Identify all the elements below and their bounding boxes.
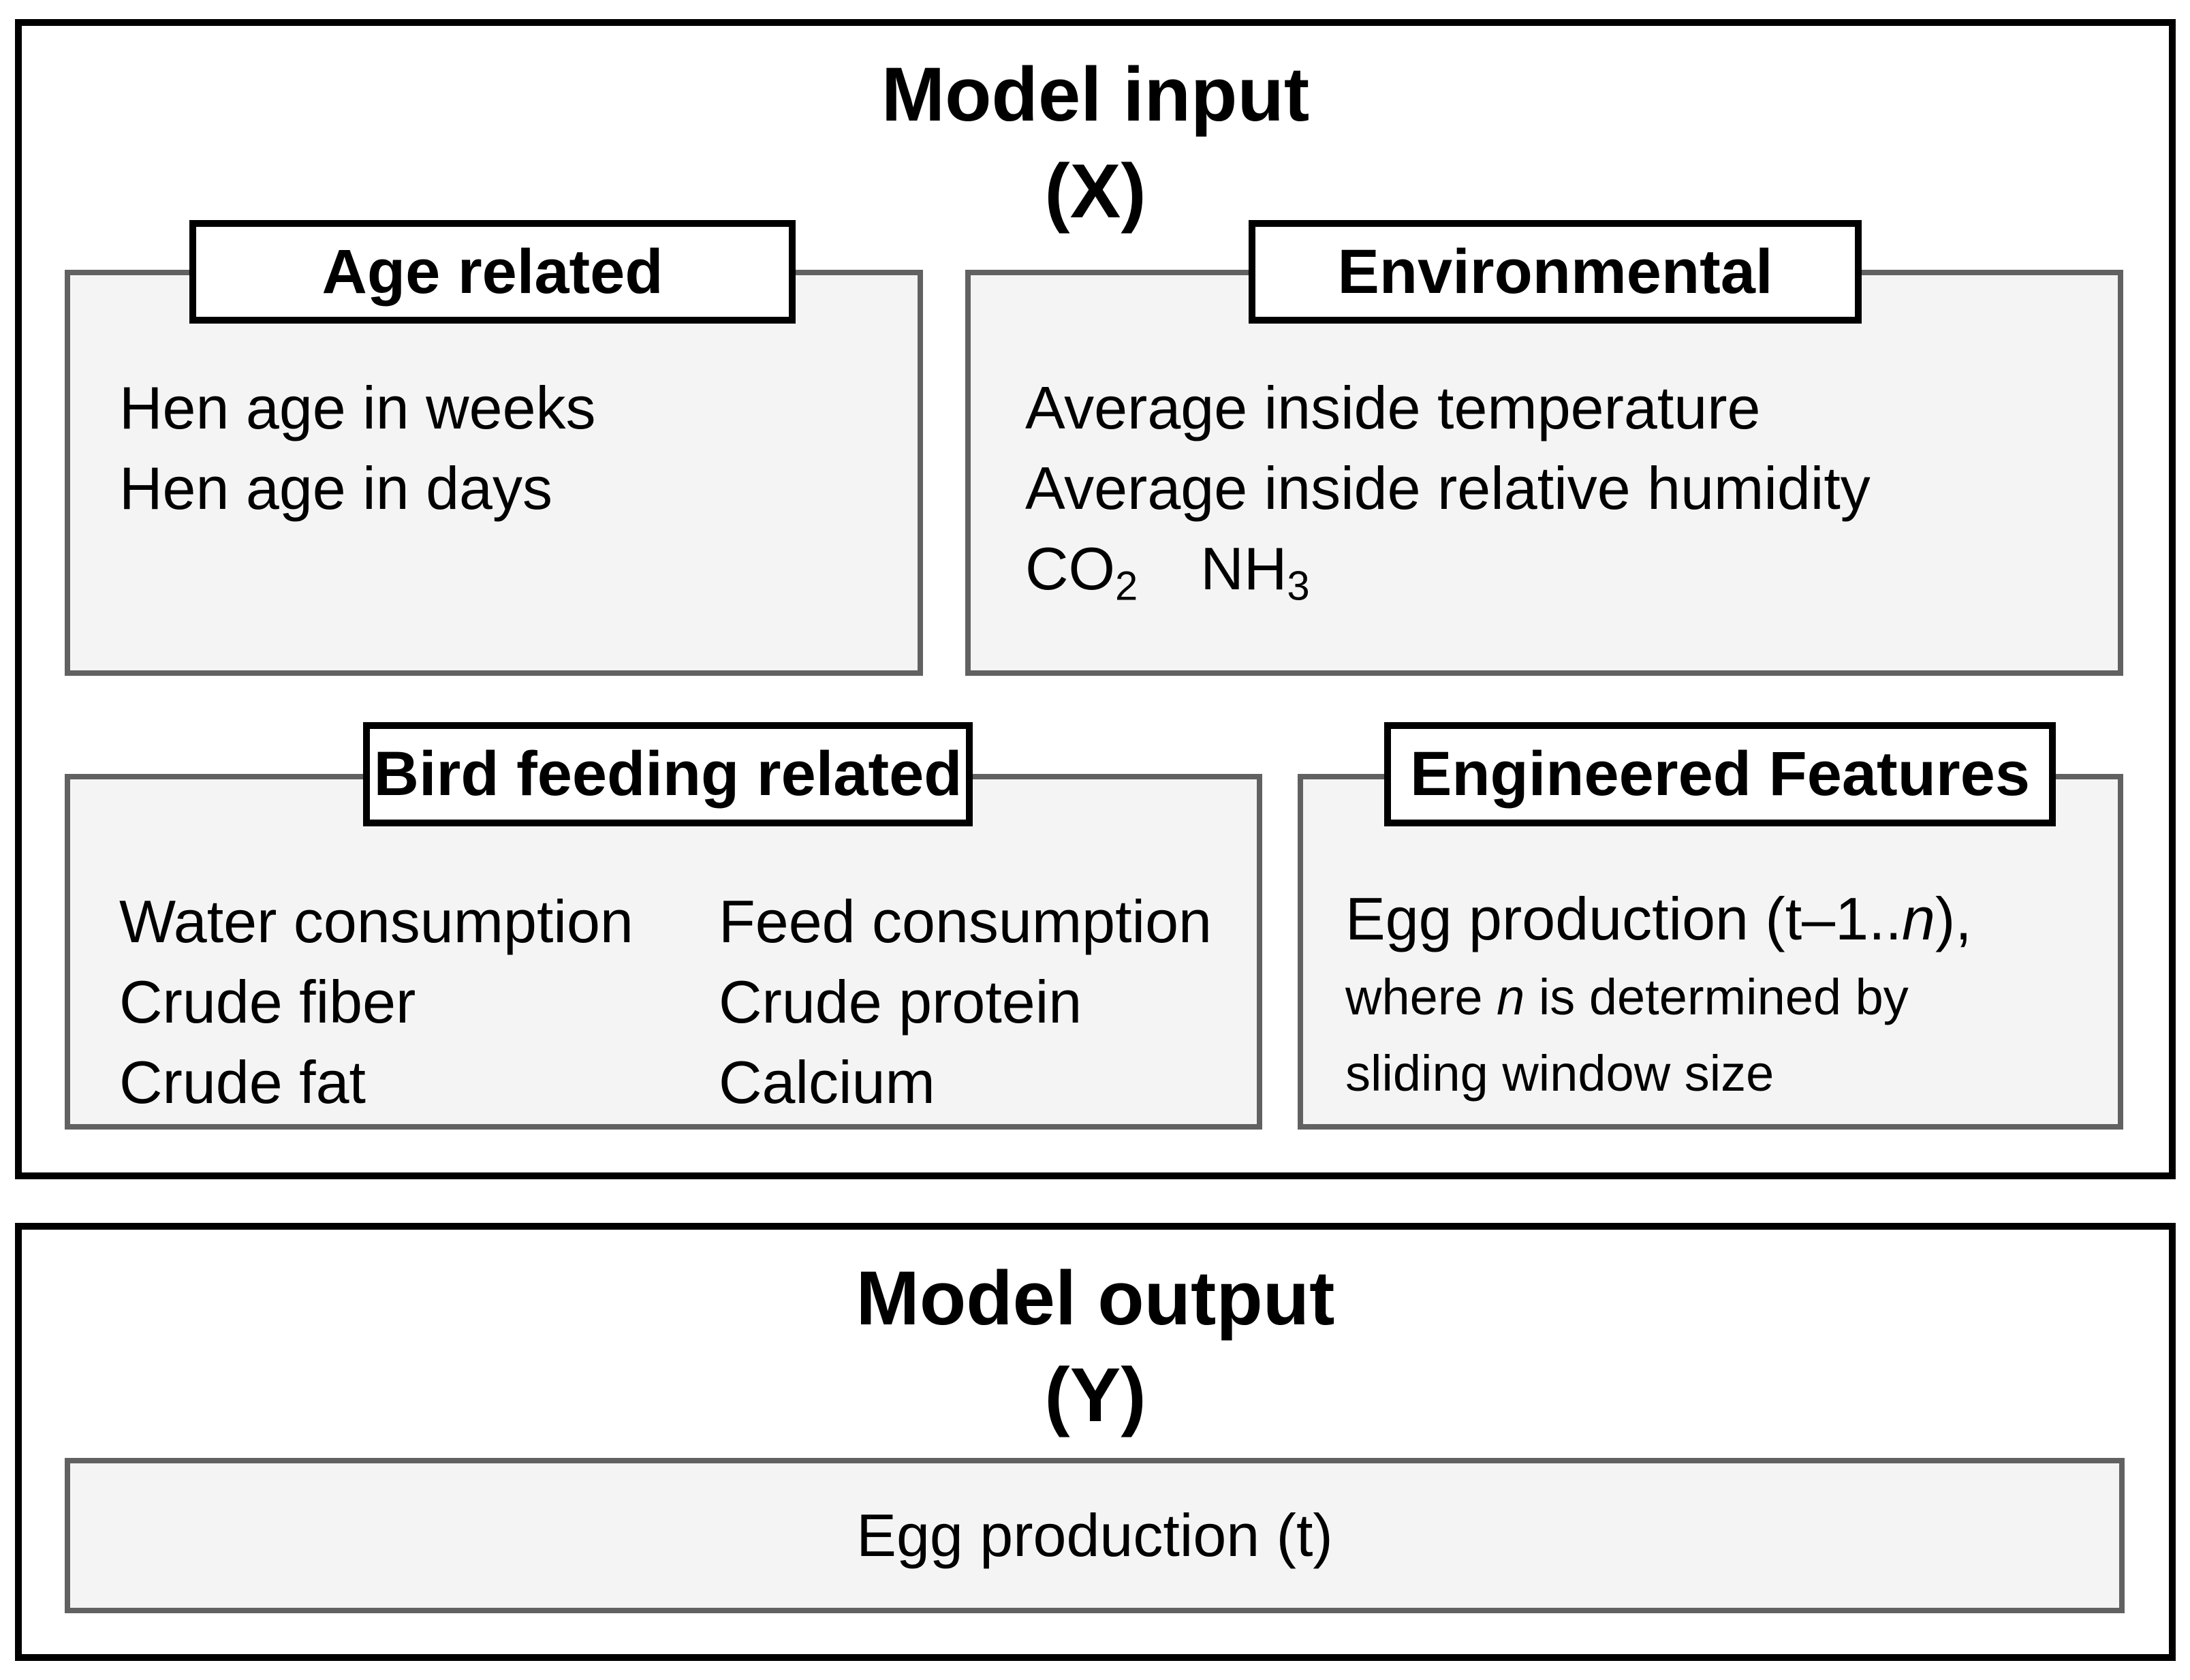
engineered-line-3: sliding window size xyxy=(1345,1045,1774,1102)
italic-n: n xyxy=(1901,885,1935,952)
group-header-label: Engineered Features xyxy=(1409,739,2031,809)
model-input-subtitle: (X) xyxy=(1044,149,1146,234)
group-environmental-panel: Average inside temperature Average insid… xyxy=(965,270,2123,676)
model-output-subtitle: (Y) xyxy=(1044,1352,1146,1437)
list-item: Crude fiber xyxy=(119,968,416,1036)
engineered-line-2: where n is determined by xyxy=(1345,969,1909,1025)
list-item: Hen age in days xyxy=(119,454,552,522)
model-output-title: Model output (Y) xyxy=(22,1230,2169,1444)
output-item-label: Egg production (t) xyxy=(856,1502,1333,1569)
group-bird-feeding-header: Bird feeding related xyxy=(363,722,973,826)
group-header-label: Bird feeding related xyxy=(373,739,963,809)
engineered-line-1: Egg production (t–1..n), xyxy=(1345,885,1972,952)
list-item: Water consumption xyxy=(119,888,633,955)
chem-nh3: NH3 xyxy=(1200,535,1310,609)
group-engineered-features-panel: Egg production (t–1..n), where n is dete… xyxy=(1298,774,2123,1130)
group-bird-feeding-panel: Water consumption Crude fiber Crude fat … xyxy=(65,774,1262,1130)
list-item: Crude protein xyxy=(719,968,1082,1036)
group-engineered-features-header: Engineered Features xyxy=(1384,722,2056,826)
group-header-label: Environmental xyxy=(1337,236,1773,307)
list-item: Crude fat xyxy=(119,1048,366,1116)
italic-n: n xyxy=(1497,969,1525,1025)
bird-feeding-column-right: Feed consumption Crude protein Calcium xyxy=(719,882,1212,1123)
list-item: Average inside relative humidity xyxy=(1025,454,1871,522)
list-item-chemicals: CO2 NH3 xyxy=(1025,529,2118,627)
subscript: 2 xyxy=(1115,563,1138,609)
model-input-title: Model input (X) xyxy=(22,26,2169,240)
subscript: 3 xyxy=(1287,563,1310,609)
group-age-related-items: Hen age in weeks Hen age in days xyxy=(70,275,918,529)
engineered-features-text: Egg production (t–1..n), where n is dete… xyxy=(1303,779,2118,1112)
list-item: Hen age in weeks xyxy=(119,374,596,441)
list-item: Average inside temperature xyxy=(1025,374,1761,441)
model-output-title-line: Model output xyxy=(856,1256,1335,1341)
group-environmental-header: Environmental xyxy=(1249,220,1862,324)
group-age-related-panel: Hen age in weeks Hen age in days xyxy=(65,270,923,676)
group-environmental-items: Average inside temperature Average insid… xyxy=(971,275,2118,627)
model-output-item-panel: Egg production (t) xyxy=(65,1458,2125,1613)
model-input-title-line: Model input xyxy=(881,52,1310,137)
chem-co2: CO2 xyxy=(1025,535,1138,609)
list-item: Calcium xyxy=(719,1048,935,1116)
list-item: Feed consumption xyxy=(719,888,1212,955)
bird-feeding-column-left: Water consumption Crude fiber Crude fat xyxy=(119,882,633,1123)
group-header-label: Age related xyxy=(322,236,663,307)
group-age-related-header: Age related xyxy=(189,220,796,324)
